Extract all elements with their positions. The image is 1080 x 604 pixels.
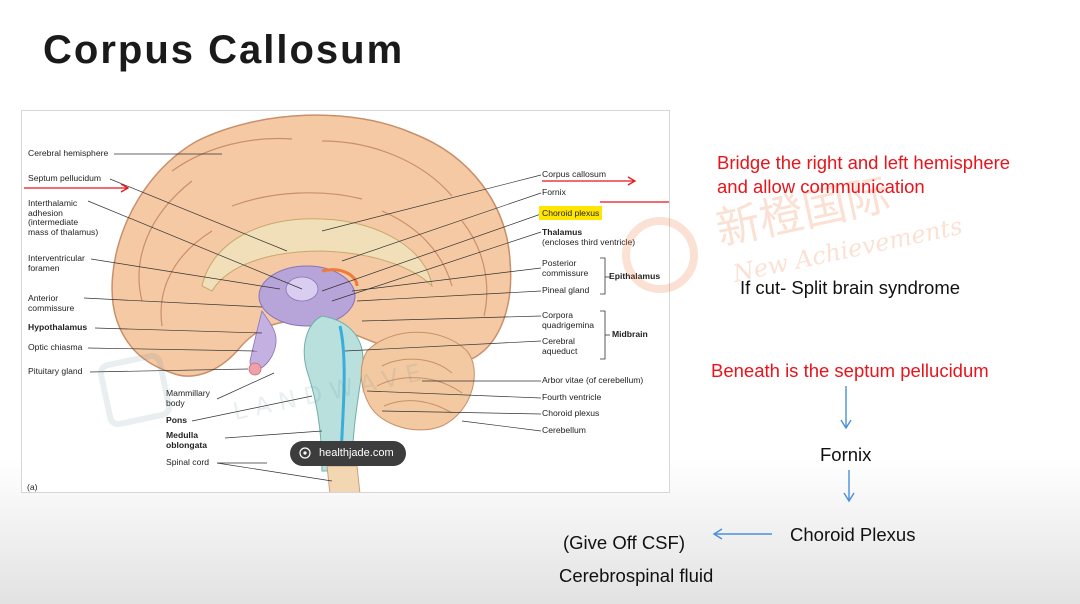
- label-interventricular-foramen: Interventricular foramen: [28, 253, 85, 273]
- note-if-cut: If cut- Split brain syndrome: [740, 277, 961, 298]
- note-choroid-plexus: Choroid Plexus: [790, 524, 916, 545]
- label-panel-a: (a): [27, 482, 38, 492]
- label-cerebral-hemisphere: Cerebral hemisphere: [28, 148, 109, 158]
- label-septum-pellucidum: Septum pellucidum: [28, 173, 102, 183]
- label-cerebral-aqueduct: Cerebral aqueduct: [542, 336, 578, 356]
- label-pineal-gland: Pineal gland: [542, 285, 590, 295]
- label-pons: Pons: [166, 415, 188, 425]
- highlight-choroid-plexus: Choroid plexus: [539, 206, 603, 220]
- label-choroid-plexus-top: Choroid plexus: [539, 206, 603, 220]
- slide-title: Corpus Callosum: [43, 28, 405, 72]
- globe-icon: [299, 447, 311, 459]
- brain-illustration: [24, 114, 669, 492]
- label-choroid-plexus-bottom: Choroid plexus: [542, 408, 600, 418]
- down-arrow-1: [840, 386, 852, 430]
- label-spinal-cord: Spinal cord: [166, 457, 209, 467]
- label-fornix: Fornix: [542, 187, 566, 197]
- label-fourth-ventricle: Fourth ventricle: [542, 392, 602, 402]
- label-posterior-commissure: Posterior commissure: [542, 258, 589, 278]
- label-anterior-commissure: Anterior commissure: [28, 293, 75, 313]
- note-csf: Cerebrospinal fluid: [559, 565, 714, 586]
- label-mammillary-body: Mammillary body: [166, 388, 210, 408]
- label-corpora-quadrigemina: Corpora quadrigemina: [542, 310, 595, 330]
- label-thalamus: Thalamus: [542, 227, 583, 237]
- label-medulla-oblongata: Medulla oblongata: [166, 430, 208, 450]
- note-beneath: Beneath is the septum pellucidum: [711, 360, 989, 381]
- label-arbor-vitae: Arbor vitae (of cerebellum): [542, 375, 644, 385]
- label-pituitary-gland: Pituitary gland: [28, 366, 83, 376]
- down-arrow-2: [843, 470, 855, 503]
- note-bridge-line2: and allow communication: [717, 176, 925, 197]
- label-corpus-callosum: Corpus callosum: [542, 169, 606, 179]
- label-epithalamus: Epithalamus: [609, 271, 661, 281]
- left-arrow: [712, 528, 772, 540]
- label-thalamus-note: (encloses third ventricle): [542, 237, 636, 247]
- brain-figure: Cerebral hemisphere Septum pellucidum In…: [21, 110, 670, 493]
- source-badge-label: healthjade.com: [319, 447, 394, 459]
- label-cerebellum: Cerebellum: [542, 425, 586, 435]
- note-bridge-line1: Bridge the right and left hemisphere: [717, 152, 1011, 173]
- label-optic-chiasma: Optic chiasma: [28, 342, 83, 352]
- note-fornix: Fornix: [820, 444, 872, 465]
- label-hypothalamus: Hypothalamus: [28, 322, 88, 332]
- label-midbrain: Midbrain: [612, 329, 648, 339]
- label-interthalamic-adhesion: Interthalamic adhesion (intermediate mas…: [28, 198, 99, 237]
- note-give-off: (Give Off CSF): [563, 532, 685, 553]
- source-badge[interactable]: healthjade.com: [290, 441, 406, 466]
